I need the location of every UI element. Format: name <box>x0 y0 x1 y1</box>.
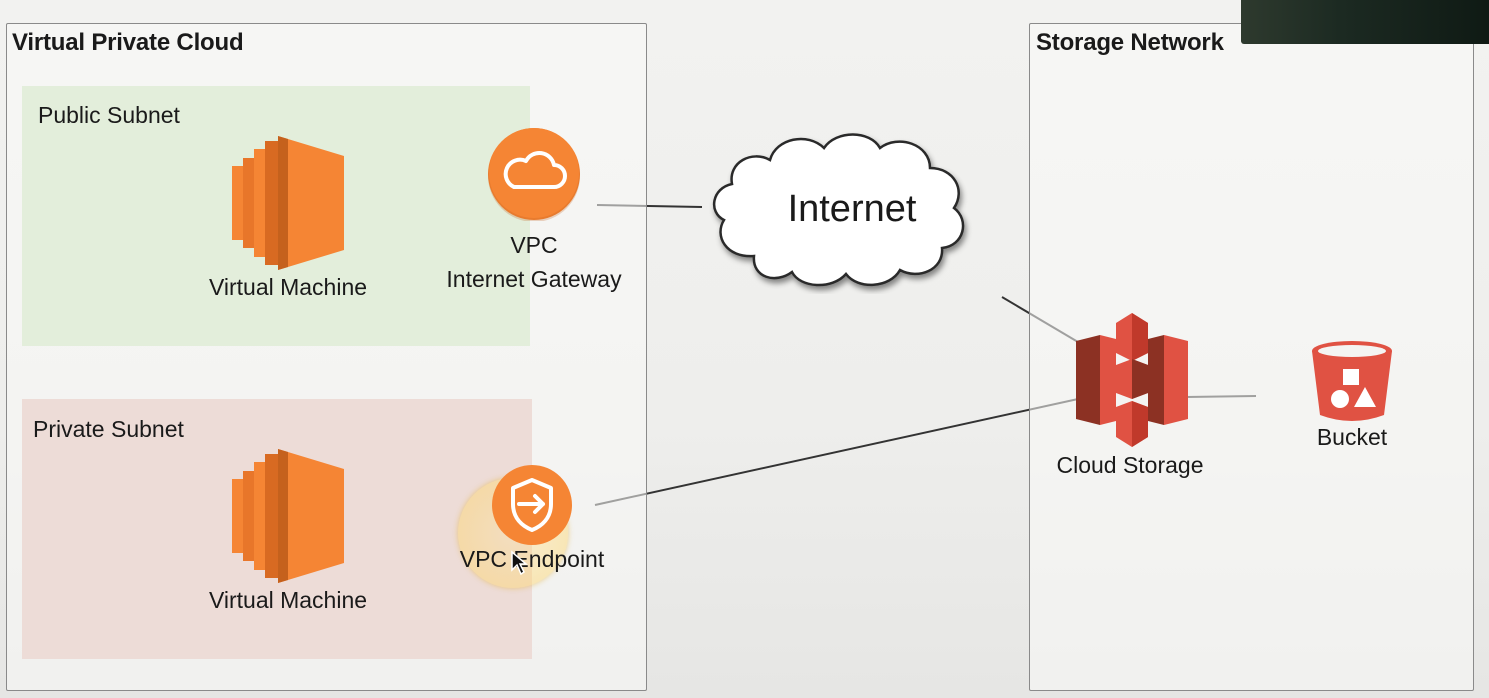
ec2-instance-icon <box>232 136 344 275</box>
endpoint-label: VPC Endpoint <box>459 546 605 572</box>
internet-cloud-icon <box>708 124 974 299</box>
ec2-instance-icon <box>232 449 344 588</box>
endpoint-to-storage-line <box>594 398 1079 506</box>
private-vm-label: Virtual Machine <box>208 587 368 613</box>
mouse-cursor-icon <box>510 550 529 581</box>
cloud-storage-label: Cloud Storage <box>1056 452 1204 478</box>
presenter-webcam <box>1241 0 1489 44</box>
public-subnet-title: Public Subnet <box>38 102 180 128</box>
shield-arrow-icon <box>491 464 573 551</box>
gateway-label-line1: VPC <box>510 232 558 258</box>
internet-label: Internet <box>787 188 917 230</box>
gateway-label-line2: Internet Gateway <box>446 266 622 292</box>
storage-network-title: Storage Network <box>1036 29 1224 56</box>
cloud-icon <box>487 127 581 226</box>
s3-icon <box>1076 313 1188 452</box>
bucket-icon <box>1310 339 1394 428</box>
public-vm-label: Virtual Machine <box>208 274 368 300</box>
vpc-title: Virtual Private Cloud <box>12 29 244 56</box>
bucket-label: Bucket <box>1316 424 1388 450</box>
private-subnet-title: Private Subnet <box>33 416 184 442</box>
